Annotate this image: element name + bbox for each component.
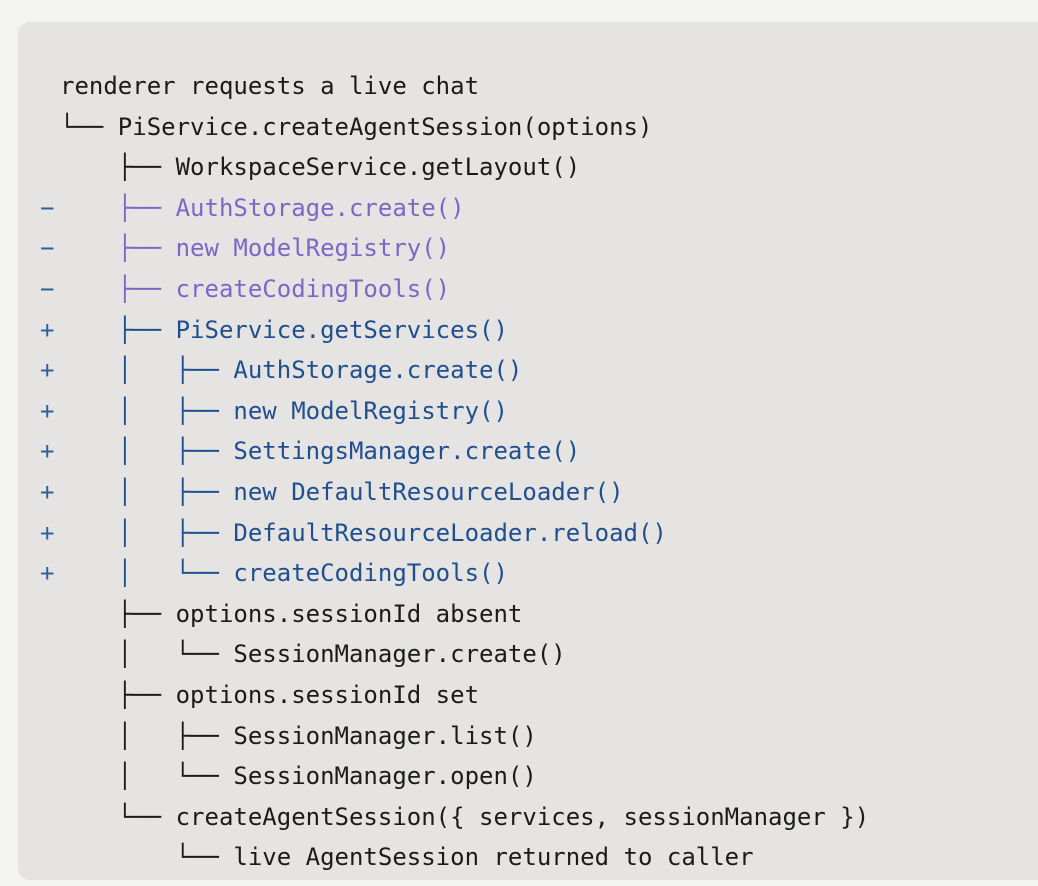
code-line-text: │ ├── new DefaultResourceLoader() — [60, 477, 624, 506]
code-line-text: │ └── createCodingTools() — [60, 559, 508, 588]
code-line-text: ├── createCodingTools() — [60, 274, 451, 303]
diff-marker-added: + — [40, 356, 55, 385]
diff-marker-added: + — [40, 477, 55, 506]
code-line-text: │ ├── SettingsManager.create() — [60, 437, 581, 466]
code-line-text: └── createAgentSession({ services, sessi… — [60, 802, 870, 831]
code-line-text: ├── options.sessionId absent — [60, 599, 523, 628]
code-line-text: ├── AuthStorage.create() — [60, 193, 465, 222]
diff-marker-added: + — [40, 396, 55, 425]
diff-marker-removed: − — [40, 193, 55, 222]
diff-marker-removed: − — [40, 234, 55, 263]
code-line-text: └── PiService.createAgentSession(options… — [60, 112, 653, 141]
code-line-text: │ ├── AuthStorage.create() — [60, 356, 523, 385]
code-line-text: │ ├── DefaultResourceLoader.reload() — [60, 518, 667, 547]
code-line-text: │ └── SessionManager.open() — [60, 762, 537, 791]
code-line-text: ├── new ModelRegistry() — [60, 234, 451, 263]
code-line-text: ├── WorkspaceService.getLayout() — [60, 153, 581, 182]
diff-marker-added: + — [40, 437, 55, 466]
code-line-text: └── live AgentSession returned to caller — [60, 843, 754, 872]
diff-marker-removed: − — [40, 274, 55, 303]
code-line-text: ├── PiService.getServices() — [60, 315, 508, 344]
diff-marker-added: + — [40, 559, 55, 588]
code-line-text: │ ├── SessionManager.list() — [60, 721, 537, 750]
code-line-text: ├── options.sessionId set — [60, 680, 480, 709]
diff-marker-added: + — [40, 518, 55, 547]
code-block-panel: renderer requests a live chat └── PiServi… — [18, 22, 1038, 880]
code-line-text: renderer requests a live chat — [60, 72, 480, 100]
diff-marker-added: + — [40, 315, 55, 344]
code-line-text: │ ├── new ModelRegistry() — [60, 396, 508, 425]
code-line-text: │ └── SessionManager.create() — [60, 640, 566, 669]
